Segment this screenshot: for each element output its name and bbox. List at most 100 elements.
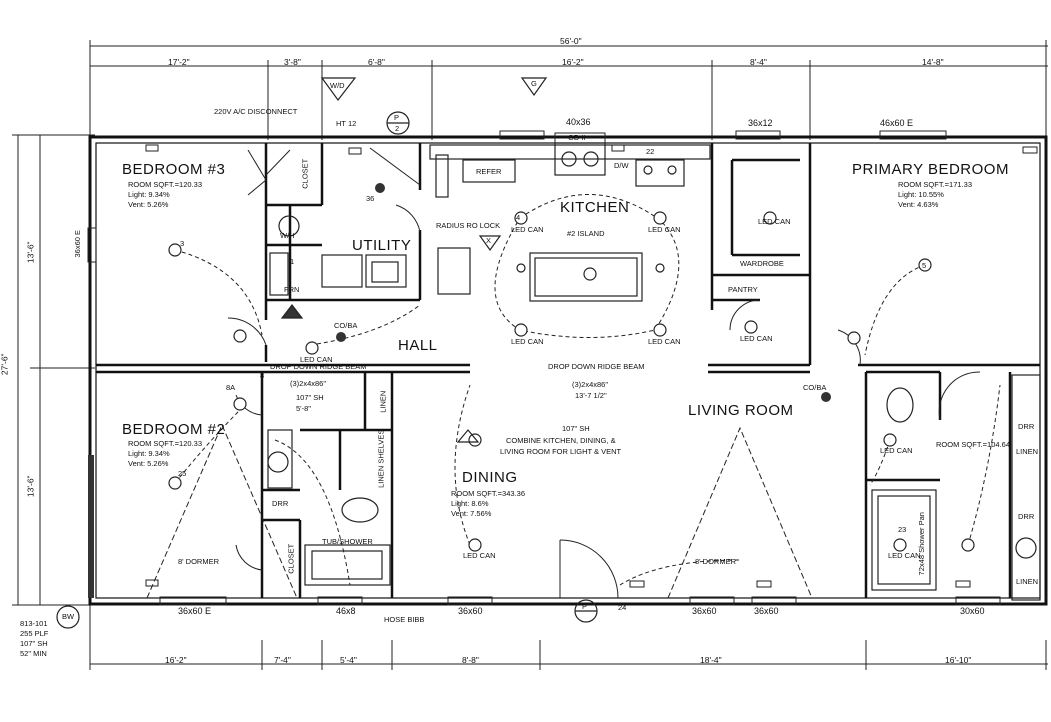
dining-vent: Vent: 7.56% (451, 509, 492, 518)
living-sh-note: 107" SH (562, 424, 590, 433)
window-bottom-2: 46x8 (336, 606, 356, 616)
fixture-num-23: 23 (898, 525, 907, 534)
drr-bath-2: DRR (272, 499, 289, 508)
overall-depth-dim: 27'-6" (0, 353, 10, 376)
bottom-dim-1: 16'-2" (165, 655, 187, 665)
beam-size-left: (3)2x4x86" (290, 379, 327, 388)
window-top-1: 40x36 (566, 117, 591, 127)
drr-primary-1: DRR (1018, 422, 1035, 431)
overall-width-dim: 56'-0" (560, 36, 582, 46)
primary-sqft: ROOM SQFT.=171.33 (898, 180, 972, 189)
bedroom-3-vent: Vent: 5.26% (128, 200, 169, 209)
window-bottom-6: 30x60 (960, 606, 985, 616)
fixture-num-3: 3 (180, 239, 185, 248)
tub-shower-label: TUB/SHOWER (322, 537, 373, 546)
closet-bedroom-2: CLOSET (286, 543, 296, 574)
bedroom-3-light: Light: 9.34% (128, 190, 170, 199)
pantry-label: PANTRY (728, 285, 758, 294)
combine-note-2: LIVING ROOM FOR LIGHT & VENT (500, 447, 622, 456)
room-bedroom-2: BEDROOM #2 (122, 421, 226, 438)
dining-sqft: ROOM SQFT.=343.36 (451, 489, 525, 498)
code-note-1: 813-101 (20, 619, 48, 628)
linen-primary: LINEN (1016, 577, 1039, 586)
led-can-2: LED CAN (648, 225, 681, 234)
panel-symbol-top: P (394, 113, 400, 122)
top-dim-4: 16'-2" (562, 57, 584, 67)
dormer-left: 8' DORMER (178, 557, 220, 566)
coba-living: CO/BA (803, 383, 827, 392)
room-bedroom-3: BEDROOM #3 (122, 161, 226, 178)
symbol-x: X (486, 236, 492, 245)
coba-hall: CO/BA (334, 321, 358, 330)
fixture-num-24: 24 (618, 603, 627, 612)
bedroom-2-sqft: ROOM SQFT.=120.33 (128, 439, 202, 448)
gas-symbol: G (531, 79, 537, 88)
shower-pan-label: 72x48 Shower Pan (916, 512, 926, 576)
room-hall: HALL (398, 337, 438, 354)
beam-size-right: (3)2x4x86" (572, 380, 609, 389)
bottom-dim-4: 8'-8" (462, 655, 479, 665)
island-note: #2 ISLAND (567, 229, 605, 238)
code-note-2: 255 PLF (20, 629, 49, 638)
fixture-num-22: 22 (646, 147, 655, 156)
led-can-6: LED CAN (758, 217, 791, 226)
hose-bibb: HOSE BIBB (384, 615, 425, 624)
window-top-2: 36x12 (748, 118, 773, 128)
bw-symbol: BW (62, 612, 75, 621)
water-heater-label: W/H (280, 231, 295, 240)
dishwasher-label: D/W (614, 161, 629, 170)
bottom-dim-3: 5'-4" (340, 655, 357, 665)
closet-bedroom-3: CLOSET (300, 158, 310, 189)
drop-beam-left: DROP DOWN RIDGE BEAM (270, 362, 367, 371)
fixture-num-8: 8 (260, 371, 265, 380)
bottom-dim-5: 18'-4" (700, 655, 722, 665)
led-can-4: LED CAN (648, 337, 681, 346)
hall-sh-note: 107" SH (296, 393, 324, 402)
left-dim-1: 13'-6" (25, 241, 36, 264)
linen-shelves: LINEN SHELVES (376, 429, 386, 488)
bedroom-2-vent: Vent: 5.26% (128, 459, 169, 468)
window-bottom-5: 36x60 (754, 606, 779, 616)
ht-note: HT 12 (336, 119, 357, 128)
window-bottom-4: 36x60 (692, 606, 717, 616)
code-note-3: 107" SH (20, 639, 48, 648)
primary-bath-sqft: ROOM SQFT.=104.64 (936, 440, 1010, 449)
window-bottom-1: 36x60 E (178, 606, 212, 616)
drr-primary-2: DRR (1018, 512, 1035, 521)
fixture-num-5: 5 (922, 261, 927, 270)
window-top-3: 46x60 E (880, 118, 914, 128)
washer-dryer-symbol: W/D (330, 81, 345, 90)
linen-primary-2: LINEN (1016, 447, 1039, 456)
room-utility: UTILITY (352, 237, 412, 254)
primary-light: Light: 10.55% (898, 190, 944, 199)
panel-symbol-bottom: P (582, 602, 588, 611)
top-dim-1: 17'-2" (168, 57, 190, 67)
garbage-disposal-note: GD II (568, 133, 586, 142)
wardrobe-label: WARDROBE (740, 259, 784, 268)
top-dim-2: 3'-8" (284, 57, 301, 67)
left-window-label: 36x60 E (73, 229, 83, 258)
led-can-5: LED CAN (463, 551, 496, 560)
top-dim-6: 14'-8" (922, 57, 944, 67)
top-dim-3: 6'-8" (368, 57, 385, 67)
radius-lock-note: RADIUS RO LOCK (436, 221, 501, 230)
drop-beam-right: DROP DOWN RIDGE BEAM (548, 362, 645, 371)
fixture-num-1: 1 (290, 257, 295, 266)
led-can-10: LED CAN (880, 446, 913, 455)
fixture-num-4: 4 (516, 213, 521, 222)
room-kitchen: KITCHEN (560, 199, 630, 216)
bedroom-3-sqft: ROOM SQFT.=120.33 (128, 180, 202, 189)
bedroom-2-light: Light: 9.34% (128, 449, 170, 458)
room-living: LIVING ROOM (688, 402, 794, 419)
room-primary-bedroom: PRIMARY BEDROOM (852, 161, 1009, 178)
room-dining: DINING (462, 469, 518, 486)
bottom-dim-2: 7'-4" (274, 655, 291, 665)
primary-vent: Vent: 4.63% (898, 200, 939, 209)
bottom-dim-6: 16'-10" (945, 655, 972, 665)
fixture-num-25: 25 (178, 469, 187, 478)
led-can-3: LED CAN (511, 337, 544, 346)
refrigerator-label: REFER (476, 167, 502, 176)
fixture-num-8a: 8A (226, 383, 236, 392)
combine-note-1: COMBINE KITCHEN, DINING, & (506, 436, 616, 445)
